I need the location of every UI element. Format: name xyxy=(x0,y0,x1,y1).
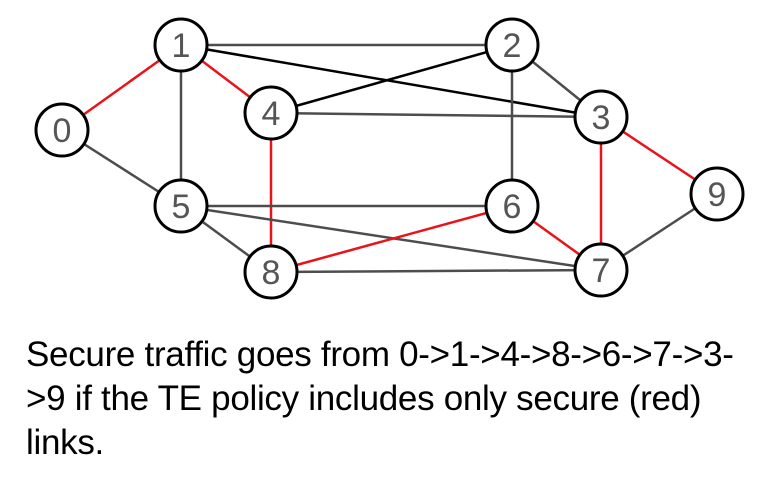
node-circle xyxy=(153,178,209,234)
node-6: 6 xyxy=(484,178,540,234)
edge-8-6-secure xyxy=(270,204,513,274)
node-2: 2 xyxy=(484,17,540,73)
node-label: 7 xyxy=(592,252,611,290)
edge-2-4 xyxy=(270,43,513,115)
node-label: 1 xyxy=(172,27,191,65)
network-diagram: 0 1 2 3 4 5 6 7 8 9 xyxy=(34,17,745,300)
node-7: 7 xyxy=(573,242,629,298)
node-8: 8 xyxy=(243,244,299,300)
edges-layer xyxy=(61,43,718,274)
edge-4-3 xyxy=(270,111,602,119)
node-label: 3 xyxy=(592,99,611,137)
node-4: 4 xyxy=(243,85,299,141)
node-0: 0 xyxy=(34,102,90,158)
edge-8-7 xyxy=(270,268,602,274)
node-circle xyxy=(484,17,540,73)
node-3: 3 xyxy=(573,89,629,145)
node-circle xyxy=(689,166,745,222)
node-5: 5 xyxy=(153,178,209,234)
node-9: 9 xyxy=(689,166,745,222)
node-1: 1 xyxy=(153,17,209,73)
node-circle xyxy=(484,178,540,234)
node-label: 5 xyxy=(172,188,191,226)
node-circle xyxy=(243,85,299,141)
node-label: 6 xyxy=(503,188,522,226)
node-circle xyxy=(243,244,299,300)
node-circle xyxy=(34,102,90,158)
node-label: 4 xyxy=(262,95,281,133)
node-label: 2 xyxy=(503,27,522,65)
node-circle xyxy=(573,242,629,298)
node-label: 0 xyxy=(53,112,72,150)
nodes-layer: 0 1 2 3 4 5 6 7 8 9 xyxy=(34,17,745,300)
node-label: 8 xyxy=(262,254,281,292)
node-label: 9 xyxy=(708,176,727,214)
diagram-caption: Secure traffic goes from 0->1->4->8->6->… xyxy=(26,335,734,462)
node-circle xyxy=(573,89,629,145)
edge-1-3 xyxy=(180,43,602,119)
node-circle xyxy=(153,17,209,73)
